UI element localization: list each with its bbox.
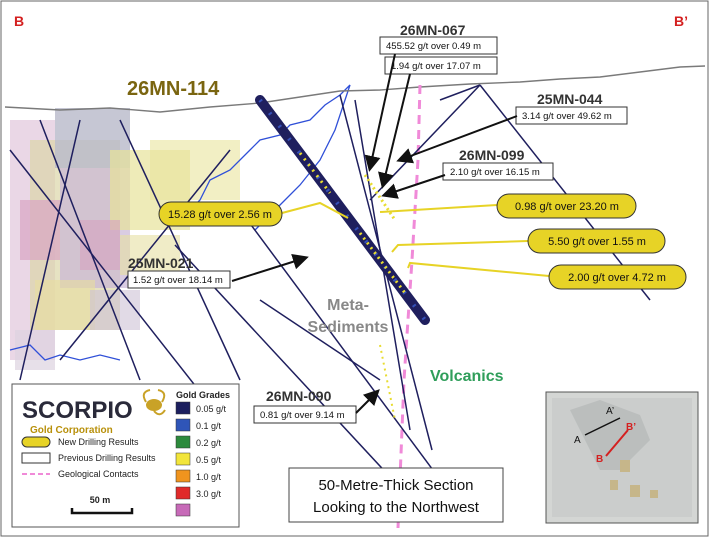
drill-hole-26MN-114 [255,95,430,325]
intercept-box-021 [127,270,231,289]
hole-label-25MN-044: 25MN-044 [537,91,603,107]
legend-swatch-new [21,436,51,448]
grade-swatch [175,418,191,432]
legend-item-contact: Geological Contacts [58,469,139,479]
grade-label: 0.1 g/t [196,421,222,431]
legend-swatch-previous [21,452,51,464]
intercept-box-099 [442,162,554,181]
intercept-067-b: 1.94 g/t over 17.07 m [391,61,481,72]
new-result-pill-3 [548,264,687,290]
intercept-box-067-b [384,56,498,75]
scale-bar [70,508,134,515]
hole-label-26MN-090: 26MN-090 [266,388,332,404]
inset-label-b: B [596,454,603,465]
grade-swatch [175,452,191,466]
inset-section-line-b [605,429,629,457]
legend-grades-title: Gold Grades [176,390,230,400]
block-model-outline [179,84,351,231]
new-result-3: 2.00 g/t over 4.72 m [568,272,666,284]
intercept-box-090 [253,405,357,424]
grade-swatch [175,435,191,449]
grade-label: 3.0 g/t [196,489,222,499]
grade-label: 0.2 g/t [196,438,222,448]
unit-label-meta-line2: Sediments [308,319,389,336]
grade-swatch [175,486,191,500]
hole-label-26MN-114: 26MN-114 [127,78,220,100]
unit-label-meta-line1: Meta- [327,297,369,314]
callout-arrows [231,53,518,414]
hole-label-26MN-099: 26MN-099 [459,147,525,163]
intercept-090: 0.81 g/t over 9.14 m [260,410,345,421]
corner-label-b: B [14,13,24,29]
grade-legend: 0.05 g/t 0.1 g/t 0.2 g/t 0.5 g/t 1.0 g/t 3.0 … [175,401,227,517]
unit-label-volcanics: Volcanics [430,368,504,385]
grade-label: 0.5 g/t [196,455,222,465]
inset-label-a-prime: A’ [606,406,614,417]
grade-swatch [175,503,191,517]
legend-box [11,383,240,528]
inset-map: A A’ B B’ [545,391,699,524]
scale-bar-label: 50 m [90,495,111,505]
section-caption-box [288,467,504,523]
new-result-2: 5.50 g/t over 1.55 m [548,236,646,248]
scorpion-logo-icon [142,389,166,416]
grade-label: 1.0 g/t [196,472,222,482]
block-model-outline-lower [9,344,121,361]
intercept-067-a: 455.52 g/t over 0.49 m [386,41,481,52]
section-caption-line1: 50-Metre-Thick Section [318,477,473,494]
corner-label-b-prime: B’ [674,13,688,29]
inset-label-a: A [574,435,581,446]
legend-item-previous: Previous Drilling Results [58,453,156,463]
grade-swatch [175,469,191,483]
intercept-099: 2.10 g/t over 16.15 m [450,167,540,178]
grade-swatch [175,401,191,415]
new-result-pill-2 [527,228,666,254]
intercept-box-067-a [379,36,498,55]
new-result-pill-1 [496,193,637,219]
new-result-left: 15.28 g/t over 2.56 m [168,209,272,221]
logo-subtitle: Gold Corporation [30,425,113,436]
new-result-pill-left [158,201,283,227]
section-caption-line2: Looking to the Northwest [313,499,480,516]
intercept-021: 1.52 g/t over 18.14 m [133,275,223,286]
intercept-044: 3.14 g/t over 49.62 m [522,111,612,122]
inset-section-line-a [584,417,621,436]
grade-label: 0.05 g/t [196,404,227,414]
geological-contact-line [396,84,422,529]
topography-line [4,65,706,113]
pill-connectors [281,201,550,277]
legend-item-new: New Drilling Results [58,437,139,447]
logo-wordmark: SCORPIO [22,397,133,424]
hole-label-25MN-021: 25MN-021 [128,255,194,271]
new-result-1: 0.98 g/t over 23.20 m [515,201,619,213]
hole-label-26MN-067: 26MN-067 [400,22,466,38]
grade-ticks [363,174,397,421]
inset-label-b-prime: B’ [626,422,636,433]
